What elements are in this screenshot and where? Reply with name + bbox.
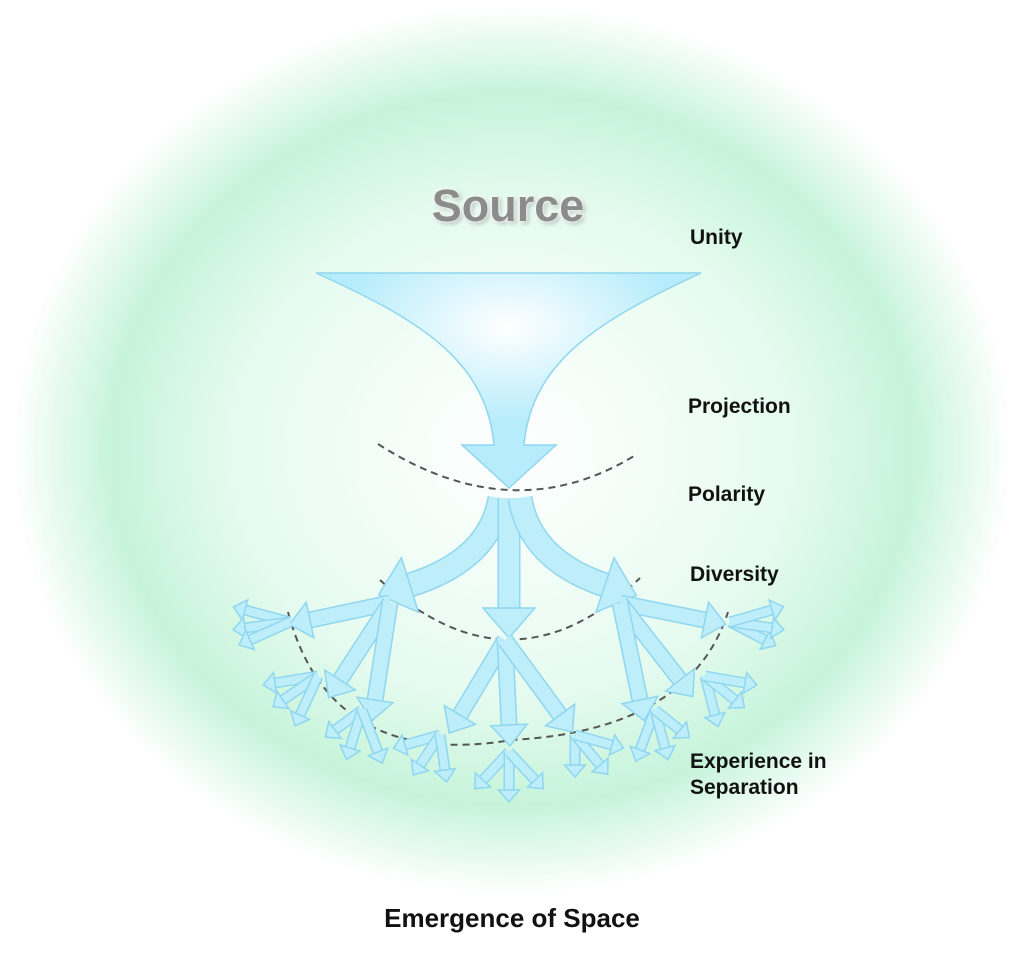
arrow-icon bbox=[525, 771, 544, 790]
arrow-icon bbox=[432, 767, 457, 784]
arrow-icon bbox=[296, 674, 322, 717]
level-label-diversity: Diversity bbox=[690, 563, 779, 586]
arrow-icon bbox=[620, 695, 660, 722]
arrow-icon bbox=[562, 764, 588, 779]
arrow-icon bbox=[590, 756, 609, 776]
arrow-icon bbox=[671, 720, 691, 739]
arrow-icon bbox=[288, 600, 315, 640]
arrow-icon bbox=[232, 598, 249, 622]
arrow-icon bbox=[663, 667, 696, 698]
arrow-icon bbox=[392, 733, 410, 757]
arrow-icon bbox=[703, 711, 727, 728]
arrow-icon bbox=[704, 672, 746, 687]
arrow-icon bbox=[323, 668, 358, 699]
arrow-icon bbox=[289, 709, 312, 727]
arrow-icon bbox=[496, 789, 522, 804]
level-label-polarity: Polarity bbox=[688, 483, 766, 506]
level-label-experience-line2: Separation bbox=[690, 776, 799, 799]
arrow-icon bbox=[652, 706, 683, 734]
arrow-icon bbox=[248, 618, 292, 644]
arrow-icon bbox=[262, 670, 278, 695]
arrow-icon bbox=[231, 615, 248, 640]
dashed-boundary-polarity bbox=[377, 443, 635, 492]
arrow-icon bbox=[769, 615, 786, 640]
source-title: Source bbox=[431, 180, 585, 231]
arrow-icon bbox=[410, 757, 431, 776]
arrow-icon bbox=[728, 606, 774, 626]
arrow-icon bbox=[358, 708, 382, 754]
arrow-icon bbox=[499, 635, 566, 720]
arrow-icon bbox=[726, 690, 746, 709]
arrow-icon bbox=[509, 495, 609, 596]
arrow-icon bbox=[700, 600, 727, 640]
arrow-icon bbox=[406, 495, 511, 596]
arrow-icon bbox=[742, 671, 758, 695]
arrow-icon bbox=[238, 628, 256, 651]
arrow-icon bbox=[436, 734, 449, 771]
arrow-icon bbox=[338, 743, 362, 761]
arrow-icon bbox=[767, 598, 785, 622]
arrow-icon bbox=[355, 696, 395, 722]
arrow-icon bbox=[324, 719, 343, 740]
arrow-group bbox=[231, 495, 786, 804]
funnel-icon bbox=[315, 272, 702, 490]
arrow-icon bbox=[366, 747, 389, 765]
arrow-icon bbox=[506, 749, 538, 783]
arrow-icon bbox=[481, 607, 537, 640]
diagram-caption: Emergence of Space bbox=[384, 903, 640, 933]
arrow-icon bbox=[489, 723, 529, 748]
arrow-icon bbox=[443, 704, 478, 734]
arrow-icon bbox=[608, 733, 625, 757]
level-label-projection: Projection bbox=[688, 395, 791, 418]
arrow-icon bbox=[368, 601, 397, 702]
arrow-icon bbox=[543, 702, 576, 733]
arrow-icon bbox=[653, 744, 677, 761]
arrow-icon bbox=[272, 689, 291, 710]
level-label-unity: Unity bbox=[690, 226, 743, 249]
level-label-experience-line1: Experience in bbox=[690, 750, 827, 773]
arrow-icon bbox=[758, 628, 777, 651]
arrow-icon bbox=[474, 771, 493, 790]
arrow-icon bbox=[613, 601, 647, 702]
arrow-icon bbox=[573, 731, 614, 749]
arrow-icon bbox=[628, 745, 652, 763]
